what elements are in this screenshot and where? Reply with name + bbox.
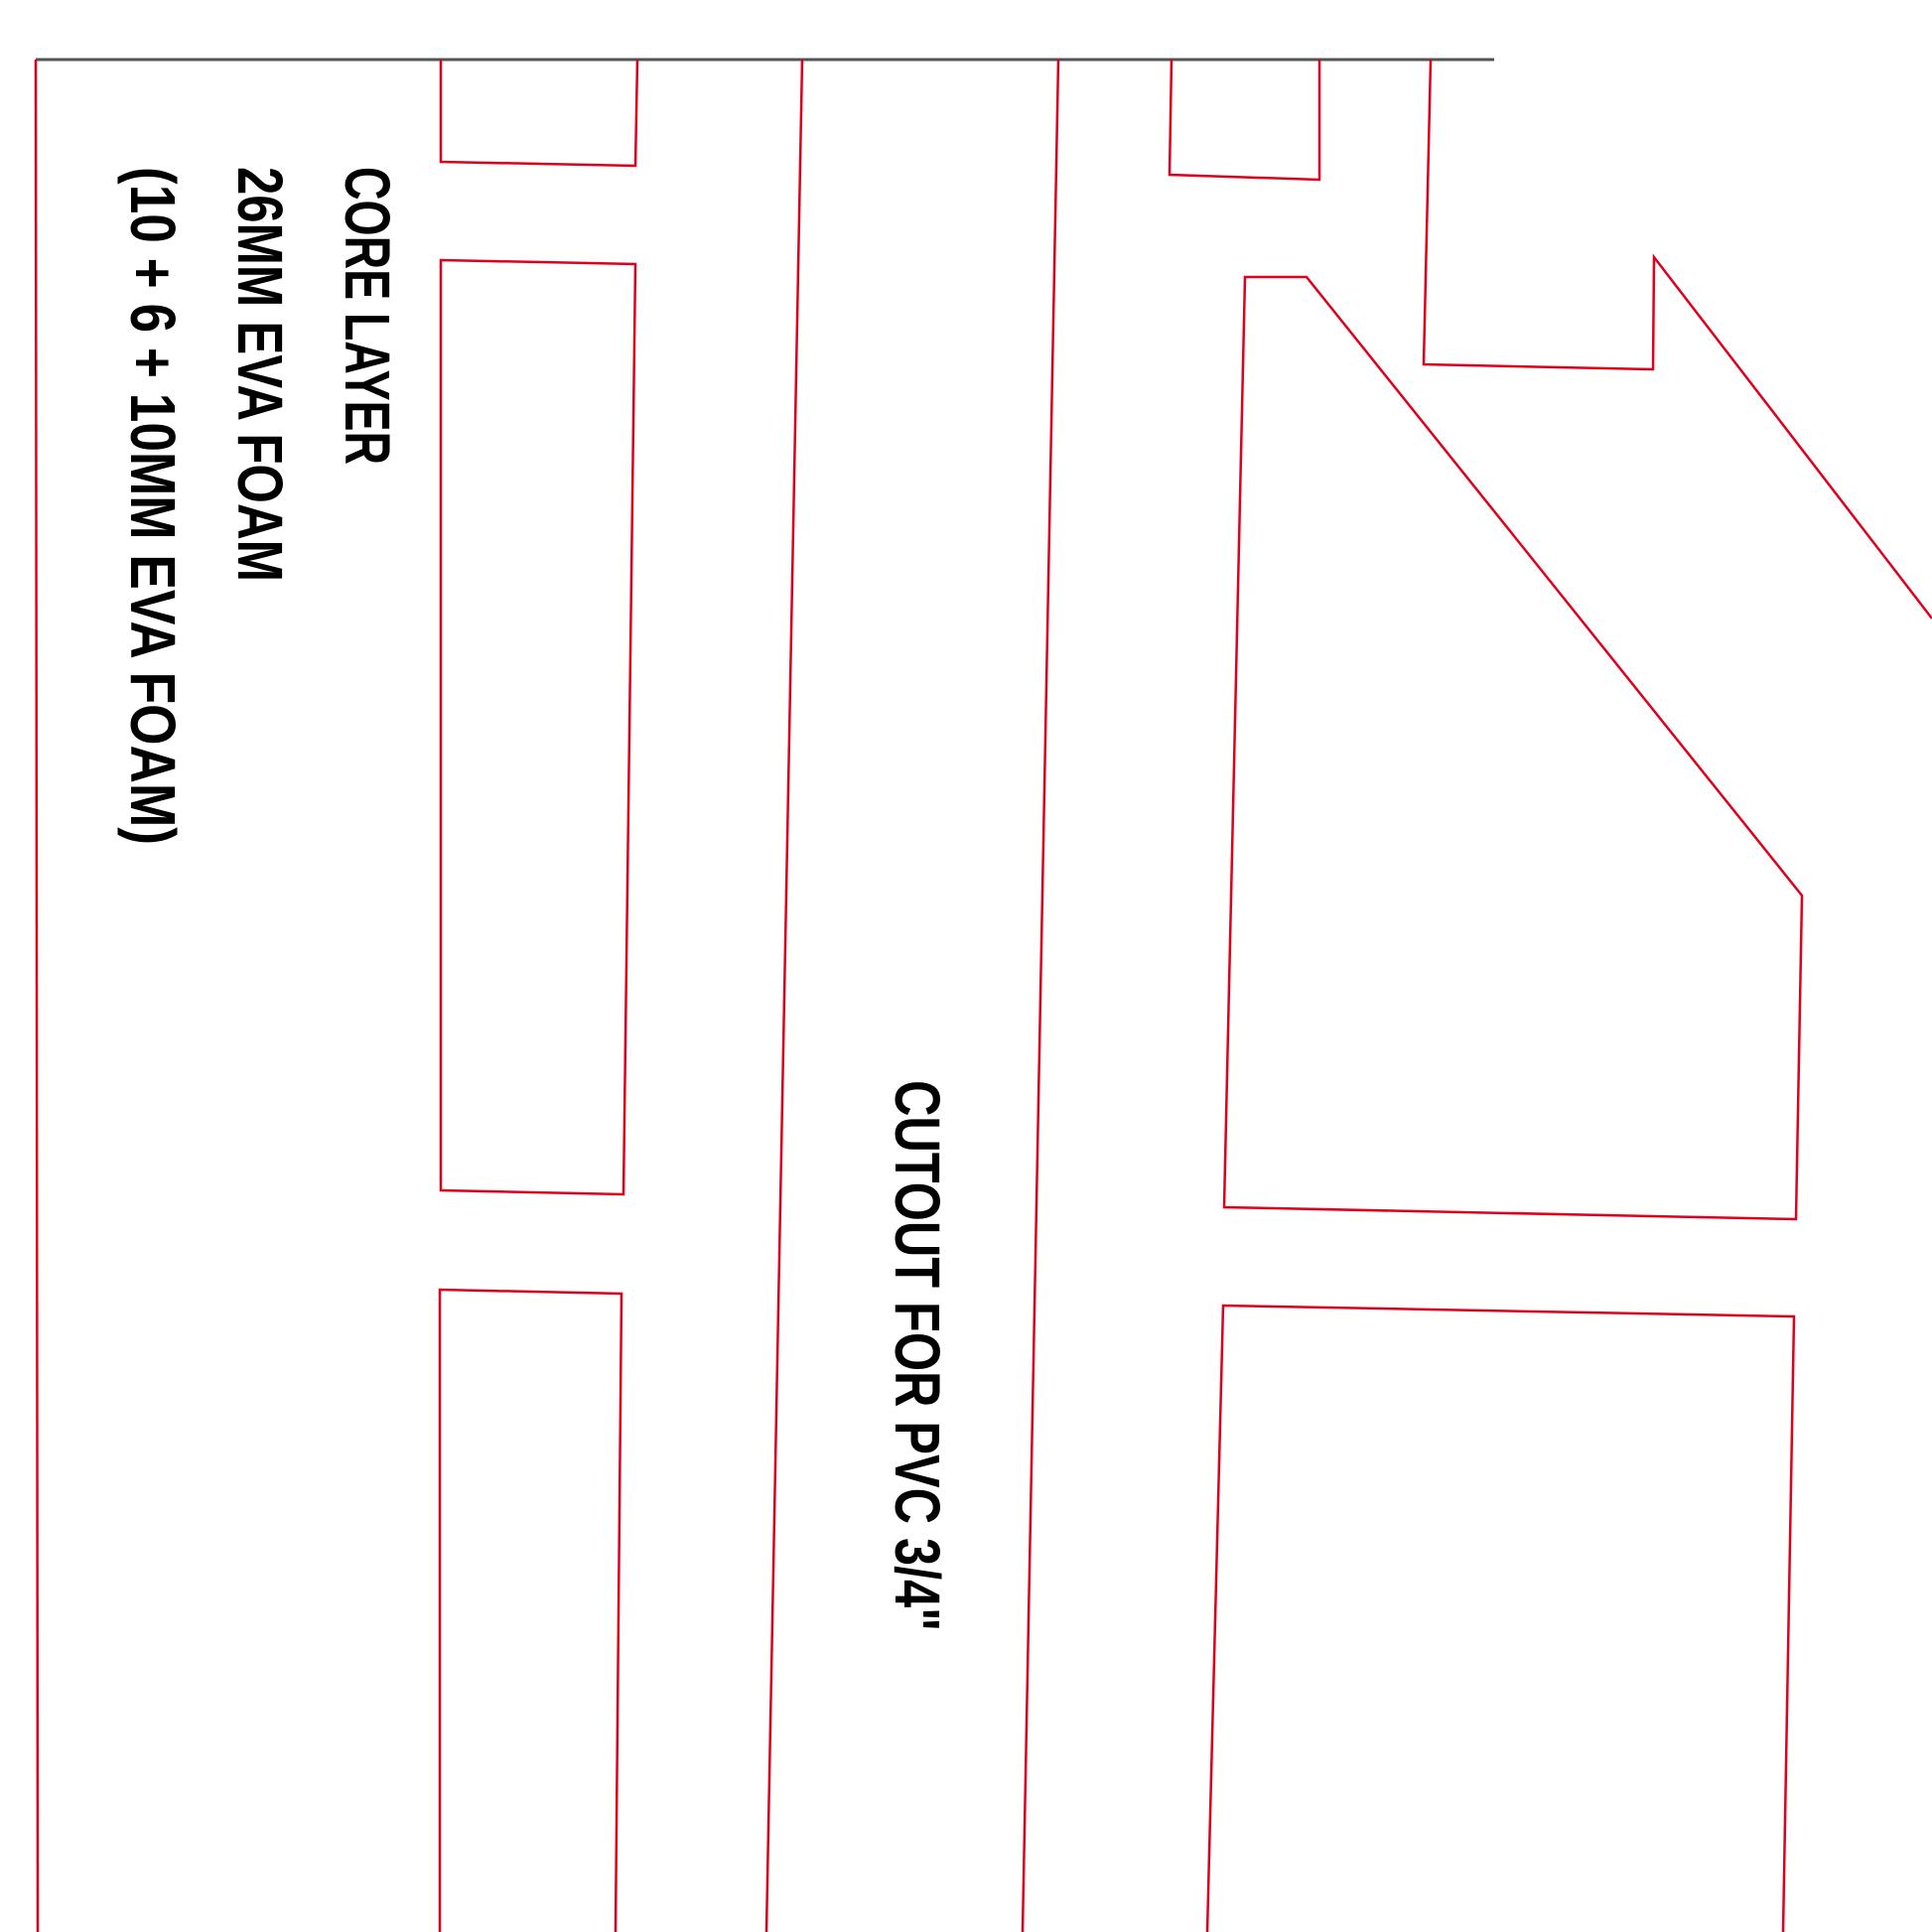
cutout-slot-lower-right xyxy=(1205,1304,1796,1932)
cutout-slot-top-left xyxy=(439,59,639,168)
cutout-slot-lower-left xyxy=(438,1288,623,1932)
cutout-slot-upper-left xyxy=(439,258,637,1196)
cutout-label: CUTOUT FOR PVC 3/4" xyxy=(882,1080,953,1631)
layer-label-line-3: (10 + 6 + 10MM EVA FOAM) xyxy=(117,167,189,845)
cutout-outline-right-edge xyxy=(1422,59,1932,620)
pvc-cutout-label: CUTOUT FOR PVC 3/4" xyxy=(882,1080,953,1631)
pvc-channel-right-edge xyxy=(1021,59,1060,1932)
cutout-notch-top-middle xyxy=(1168,59,1321,182)
layer-label-line-2: 26MM EVA FOAM xyxy=(224,167,296,582)
layer-label-line-1: CORE LAYER xyxy=(332,167,403,465)
layer-label: CORE LAYER 26MM EVA FOAM (10 + 6 + 10MM … xyxy=(117,167,403,845)
pvc-channel-left-edge xyxy=(764,59,804,1932)
sheet-left-edge xyxy=(34,59,40,1932)
cutout-trapezoid-right xyxy=(1222,275,1804,1221)
